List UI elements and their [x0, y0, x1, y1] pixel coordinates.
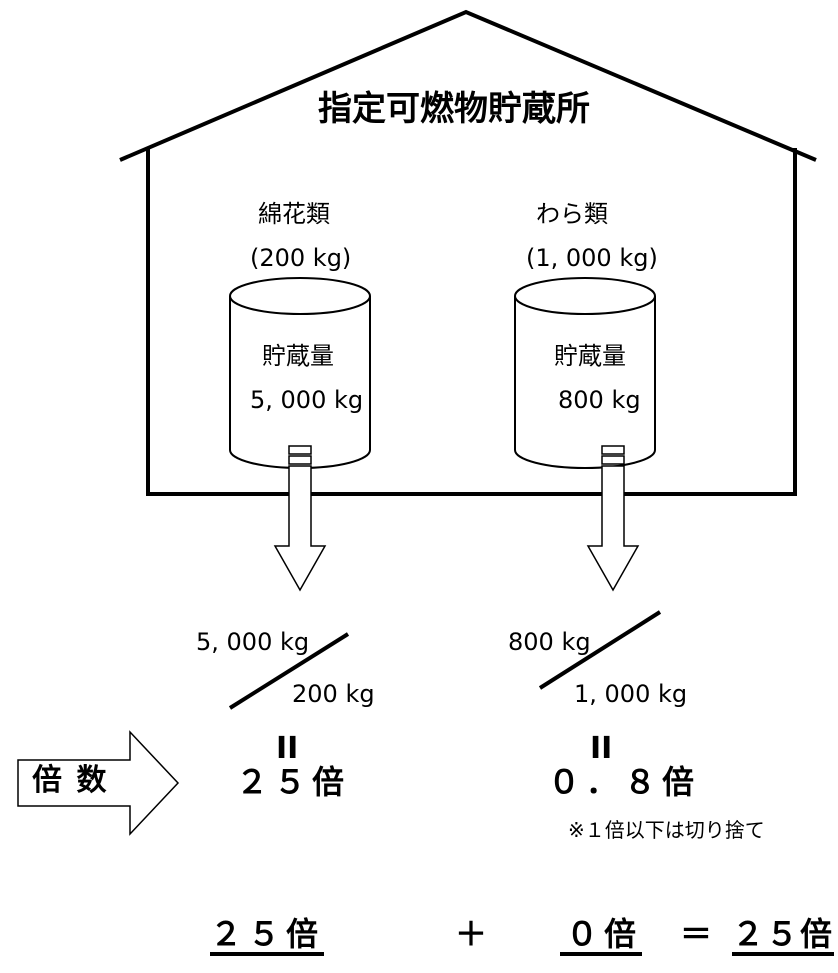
rounding-note: ※１倍以下は切り捨て [568, 818, 765, 842]
cotton-equals: II [276, 731, 299, 766]
diagram-title: 指定可燃物貯蔵所 [318, 89, 590, 129]
straw-fraction-numerator: 800 kg [508, 628, 591, 656]
cotton-tank [229, 277, 371, 469]
house-walls [146, 148, 797, 496]
cotton-outlet-arrow [273, 445, 327, 592]
equation-total: ２５倍 [732, 918, 835, 956]
equation-plus: ＋ [455, 915, 494, 953]
equation-term1: ２５倍 [210, 918, 325, 956]
straw-storage-value: 800 kg [558, 386, 641, 414]
cotton-threshold: (200 kg) [250, 244, 352, 272]
straw-result: ０．８倍 [548, 763, 701, 801]
straw-outlet-arrow [586, 445, 640, 592]
cotton-result: ２５倍 [236, 763, 351, 801]
multiplier-label: 倍 数 [32, 763, 109, 798]
cotton-storage-value: 5, 000 kg [250, 386, 364, 414]
equation-term2: ０倍 [560, 918, 643, 956]
cotton-fraction-denominator: 200 kg [292, 680, 375, 708]
straw-equals: II [590, 731, 613, 766]
cotton-storage-label: 貯蔵量 [262, 342, 334, 370]
cotton-name: 綿花類 [258, 200, 330, 228]
straw-tank [514, 277, 656, 469]
straw-storage-label: 貯蔵量 [554, 342, 626, 370]
house-roof [119, 9, 817, 162]
cotton-fraction-slash [228, 632, 350, 710]
multiplier-arrow [17, 730, 180, 836]
straw-name: わら類 [536, 200, 608, 228]
straw-fraction-denominator: 1, 000 kg [574, 680, 688, 708]
cotton-fraction-numerator: 5, 000 kg [196, 628, 310, 656]
straw-fraction-slash [538, 610, 662, 690]
straw-threshold: (1, 000 kg) [526, 244, 658, 272]
equation-equals: ＝ [680, 915, 719, 953]
